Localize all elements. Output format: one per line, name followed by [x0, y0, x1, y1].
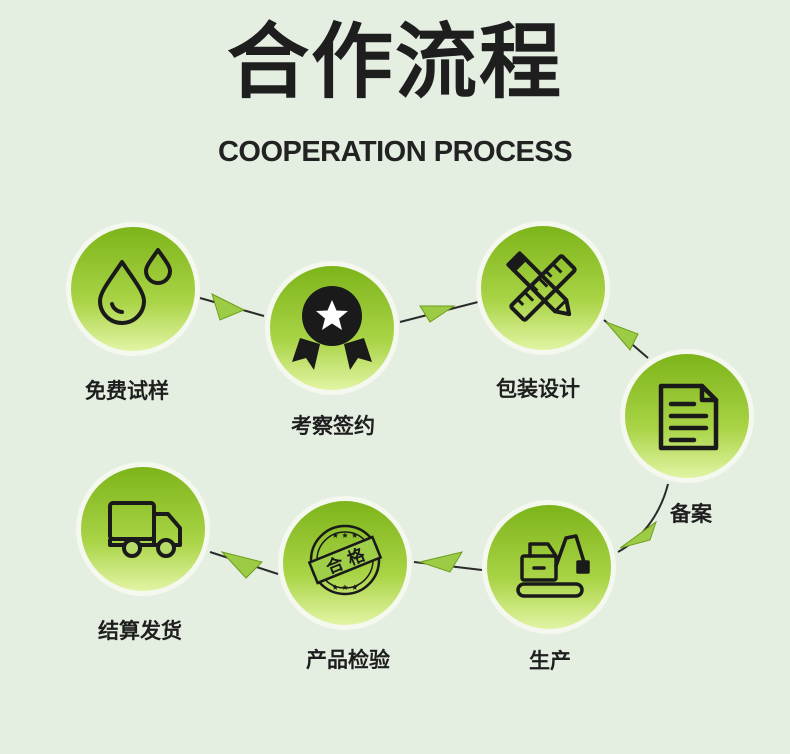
- water-drops-icon: [98, 248, 172, 325]
- connector-2-3: [399, 301, 479, 323]
- page-subtitle: COOPERATION PROCESS: [217, 136, 573, 168]
- step-1-circle: [66, 222, 200, 356]
- connector-5-6: [413, 551, 483, 573]
- step-5-circle: [482, 500, 616, 634]
- qualified-stamp-icon: 合 格 ★ ★ ★ ★ ★ ★: [307, 524, 383, 596]
- document-icon: [658, 383, 719, 451]
- step-4-circle: [620, 349, 754, 483]
- step-6-label: 产品检验: [306, 648, 390, 672]
- excavator-icon: [516, 534, 590, 598]
- award-badge-icon: [292, 286, 372, 370]
- connector-3-4: [603, 319, 649, 359]
- step-7-circle: [76, 462, 210, 596]
- step-1-label: 免费试样: [85, 379, 169, 403]
- step-3-label: 包装设计: [496, 377, 580, 401]
- step-6-circle: 合 格 ★ ★ ★ ★ ★ ★: [278, 496, 412, 630]
- svg-text:★ ★ ★: ★ ★ ★: [332, 583, 359, 592]
- pencil-ruler-icon: [506, 251, 577, 322]
- step-2-label: 考察签约: [291, 414, 375, 438]
- connector-1-2: [199, 293, 265, 321]
- page-title: 合作流程: [226, 15, 563, 110]
- step-7-label: 结算发货: [98, 619, 182, 643]
- step-5-label: 生产: [529, 649, 571, 673]
- step-2-circle: [265, 261, 399, 395]
- connector-4-5: [617, 483, 669, 553]
- step-3-circle: [476, 221, 610, 355]
- delivery-truck-icon: [108, 501, 182, 558]
- step-4-label: 备案: [669, 502, 713, 526]
- svg-text:★ ★ ★: ★ ★ ★: [332, 531, 359, 540]
- connector-6-7: [209, 551, 279, 579]
